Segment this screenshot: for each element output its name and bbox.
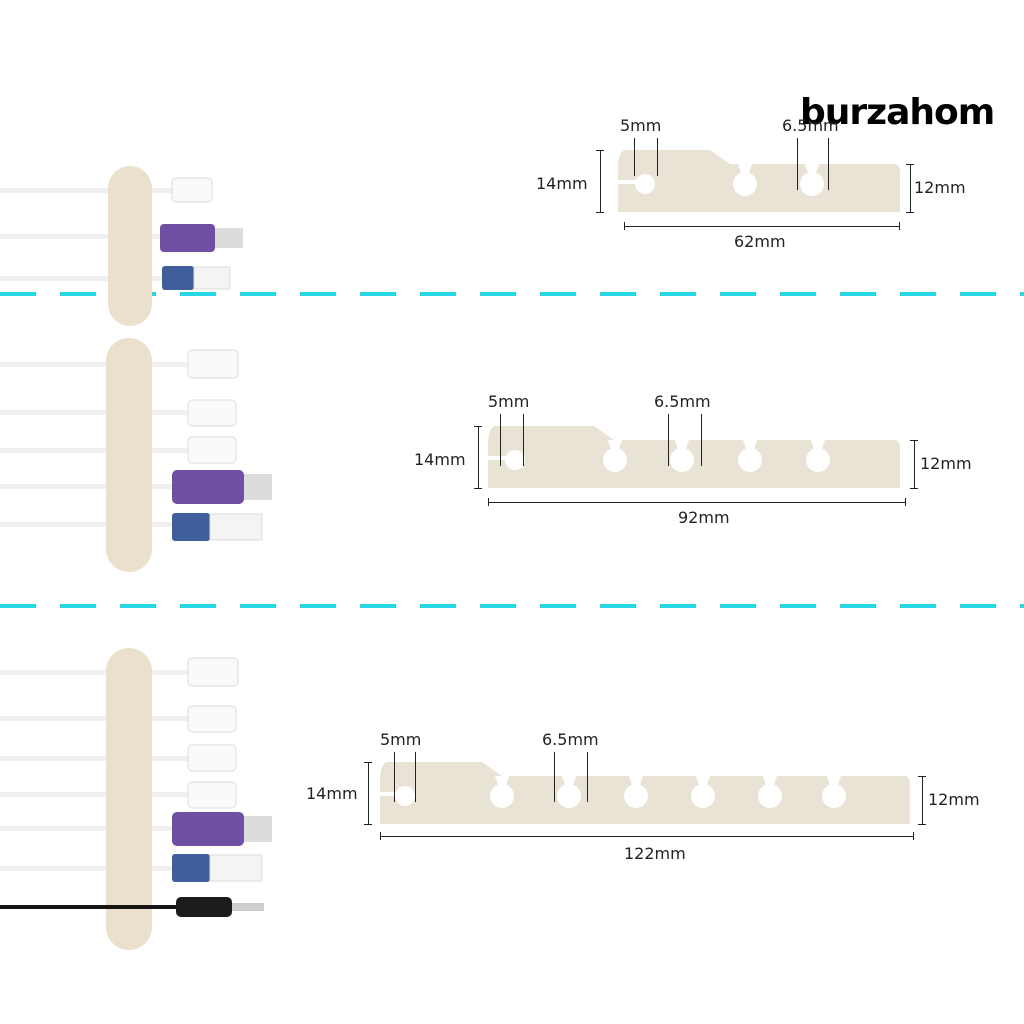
dim-gap-label: 6.5mm xyxy=(542,730,599,749)
dim-height-right-line xyxy=(910,164,911,212)
dim-height-left-label: 14mm xyxy=(306,784,358,803)
dim-height-right-label: 12mm xyxy=(920,454,972,473)
dim-cap xyxy=(906,212,914,213)
dim-cap xyxy=(905,498,906,506)
holder-side-view-7 xyxy=(380,762,910,824)
dim-length-line xyxy=(488,502,906,503)
dim-length-label: 62mm xyxy=(734,232,786,251)
dim-length-line xyxy=(624,226,900,227)
dim-gap-bracket xyxy=(554,752,588,802)
dim-height-right-label: 12mm xyxy=(928,790,980,809)
cable-holder-photo-5 xyxy=(0,338,272,572)
dim-cap xyxy=(364,762,372,763)
dim-height-left-line xyxy=(600,150,601,212)
dim-cap xyxy=(596,212,604,213)
dim-cap xyxy=(918,824,926,825)
dim-hole-bracket xyxy=(634,138,658,176)
cable-holder-photo-7 xyxy=(0,648,272,950)
dim-cap xyxy=(910,488,918,489)
dim-height-left-label: 14mm xyxy=(414,450,466,469)
dim-cap xyxy=(624,222,625,230)
dim-gap-label: 6.5mm xyxy=(654,392,711,411)
dim-cap xyxy=(474,488,482,489)
dim-length-label: 122mm xyxy=(624,844,686,863)
dim-hole-label: 5mm xyxy=(488,392,530,411)
dim-cap xyxy=(488,498,489,506)
dim-cap xyxy=(913,832,914,840)
cable-holder-photo-3 xyxy=(0,166,243,326)
dim-cap xyxy=(906,164,914,165)
dim-cap xyxy=(364,824,372,825)
dim-hole-label: 5mm xyxy=(620,116,662,135)
dim-gap-bracket xyxy=(797,138,829,190)
dim-length-line xyxy=(380,836,914,837)
dim-cap xyxy=(899,222,900,230)
dim-cap xyxy=(596,150,604,151)
dim-cap xyxy=(910,440,918,441)
holder-side-view-5 xyxy=(488,426,900,488)
brand-logo: burzahom xyxy=(800,92,995,133)
dim-cap xyxy=(380,832,381,840)
dim-height-right-line xyxy=(914,440,915,488)
dim-gap-bracket xyxy=(668,414,702,466)
dim-cap xyxy=(918,776,926,777)
dim-gap-label: 6.5mm xyxy=(782,116,839,135)
dim-height-left-label: 14mm xyxy=(536,174,588,193)
dim-cap xyxy=(474,426,482,427)
dashed-divider-1 xyxy=(0,292,1024,296)
dim-height-left-line xyxy=(368,762,369,824)
dim-height-right-line xyxy=(922,776,923,824)
dashed-divider-2 xyxy=(0,604,1024,608)
dim-hole-label: 5mm xyxy=(380,730,422,749)
dim-hole-bracket xyxy=(500,414,524,466)
dim-height-left-line xyxy=(478,426,479,488)
dim-hole-bracket xyxy=(394,752,416,802)
dim-height-right-label: 12mm xyxy=(914,178,966,197)
dim-length-label: 92mm xyxy=(678,508,730,527)
holder-side-view-3 xyxy=(618,150,900,212)
